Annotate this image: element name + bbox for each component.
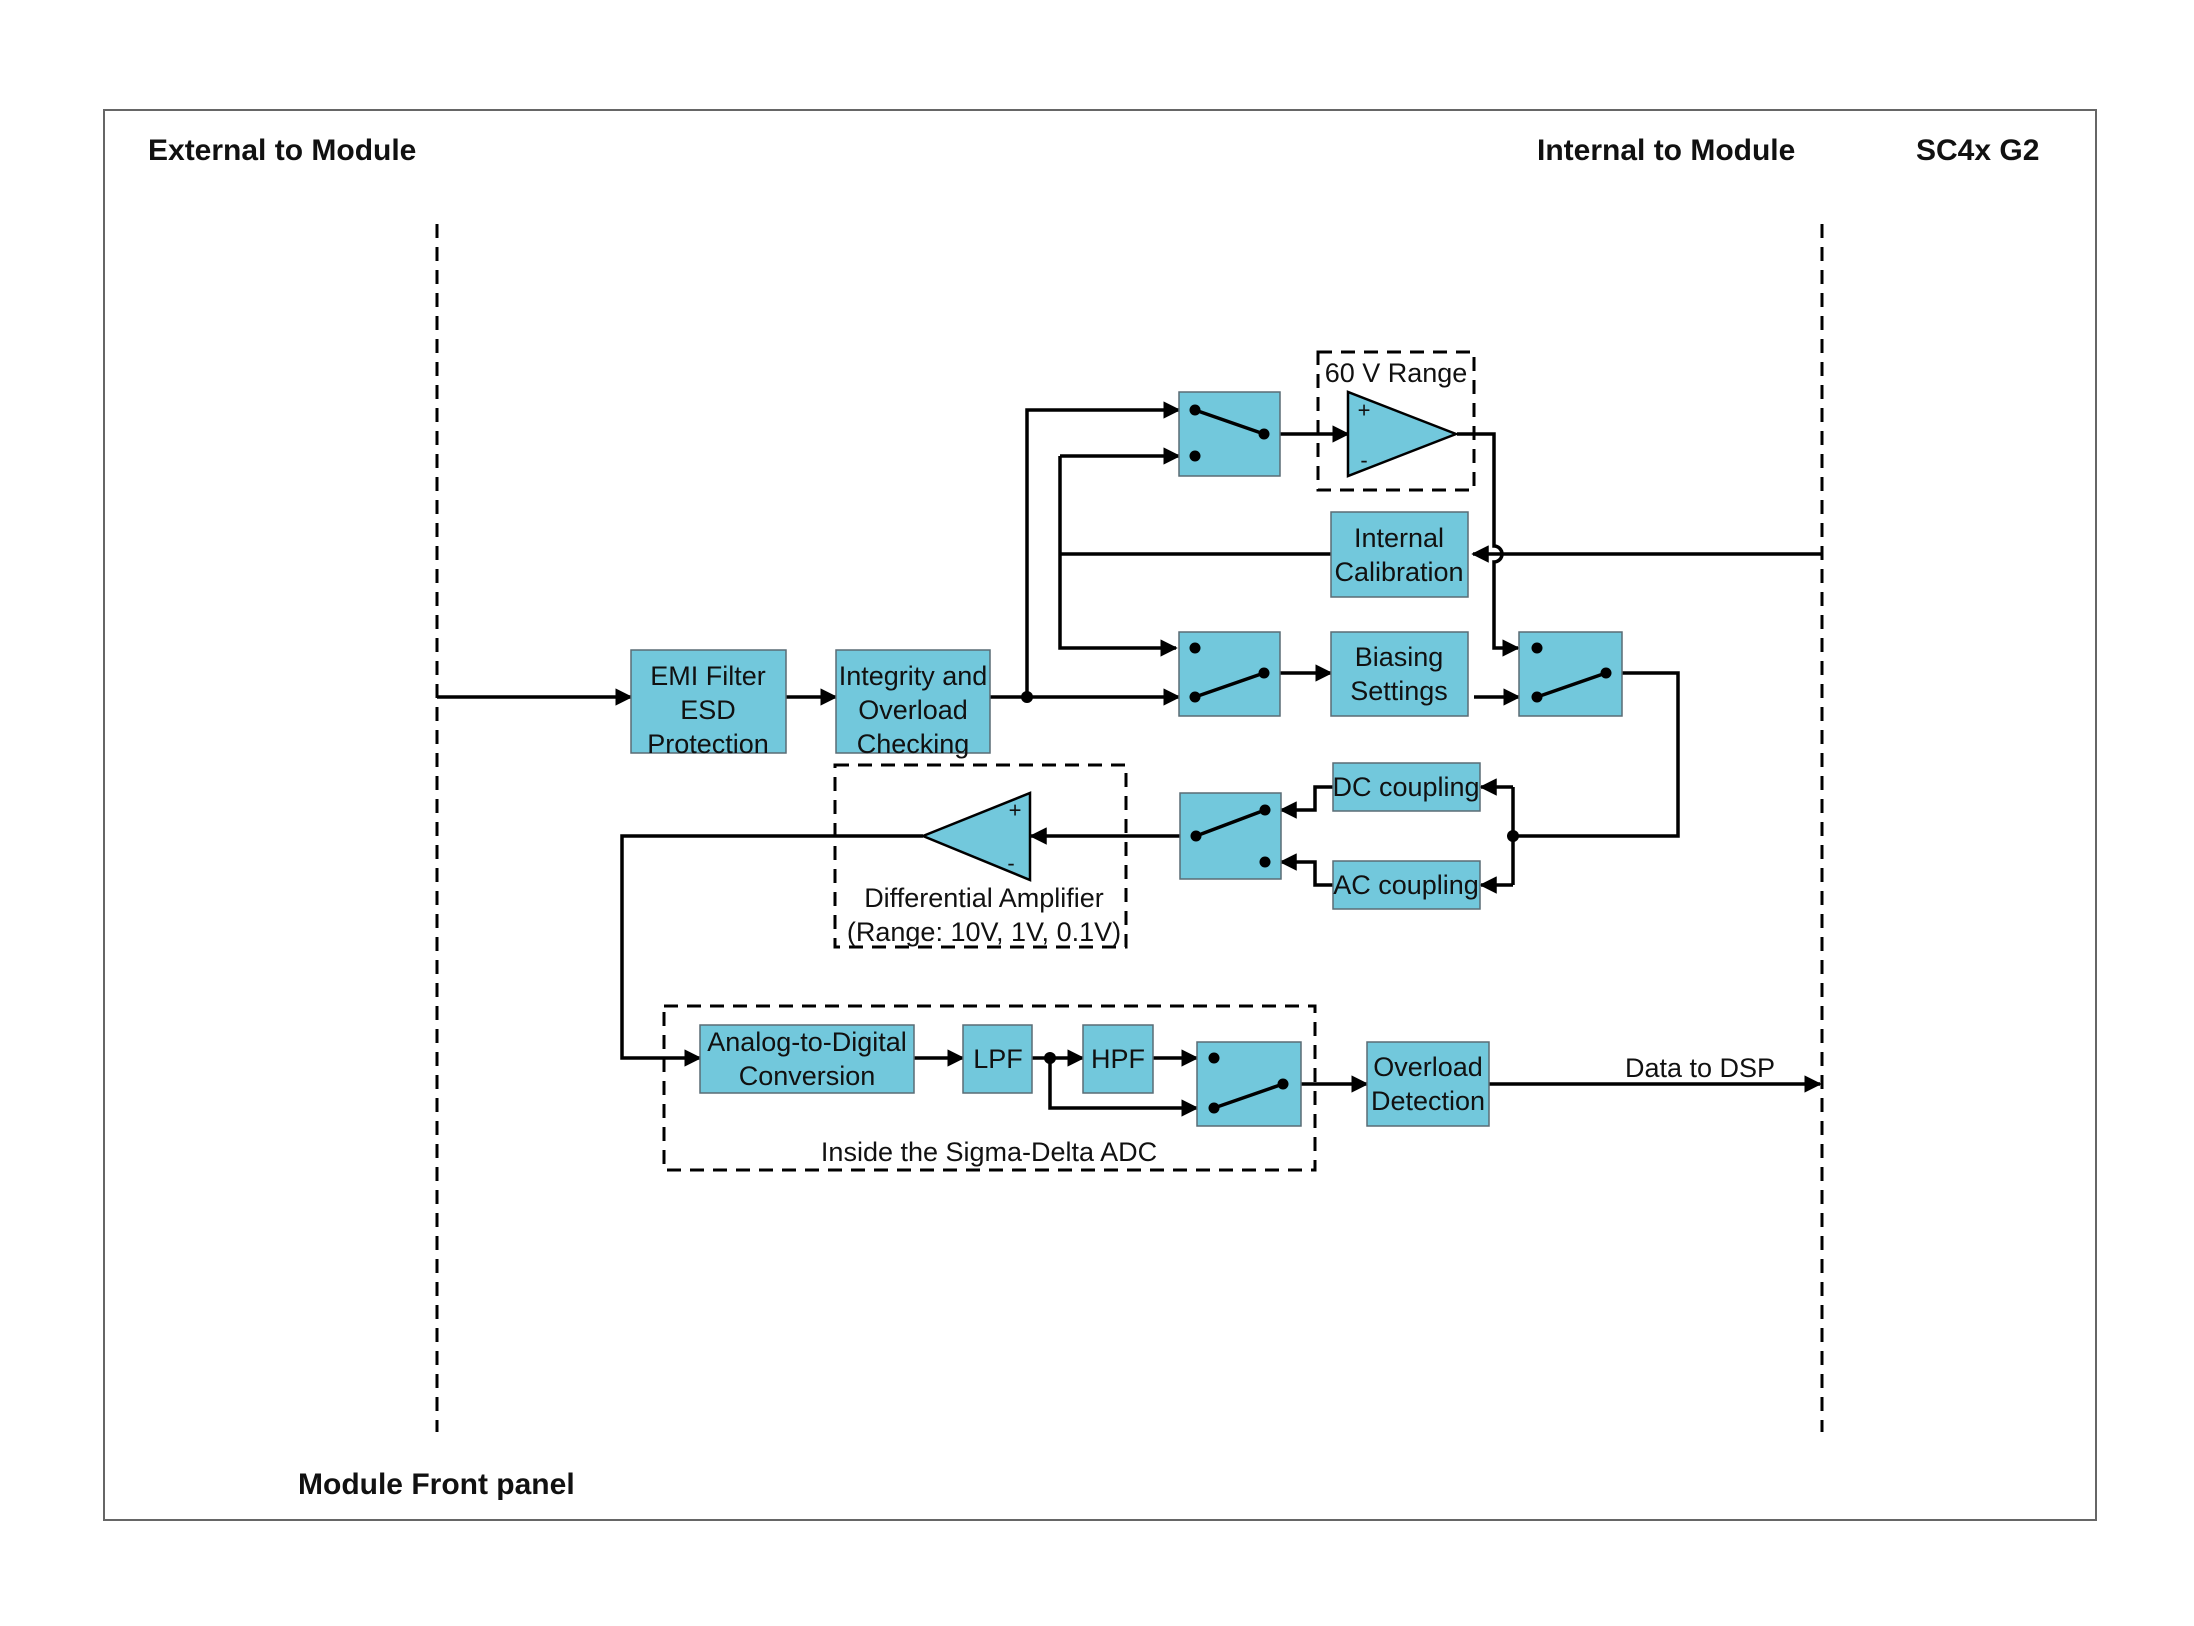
- range60-group: [1316, 350, 1476, 492]
- svg-text:Overload: Overload: [1373, 1052, 1483, 1082]
- ac-coupling-block: AC coupling: [1332, 860, 1481, 910]
- range60-amplifier: + -: [1346, 390, 1460, 478]
- svg-text:ESD: ESD: [680, 695, 736, 725]
- svg-text:DC coupling: DC coupling: [1332, 772, 1479, 802]
- hpf-block: HPF: [1082, 1024, 1154, 1094]
- svg-text:Calibration: Calibration: [1334, 557, 1463, 587]
- switch-output: [1518, 631, 1623, 717]
- integrity-block: Integrity and Overload Checking: [835, 649, 991, 759]
- sigma-delta-label: Inside the Sigma-Delta ADC: [821, 1137, 1157, 1167]
- internal-calibration-block: Internal Calibration: [1330, 511, 1469, 598]
- diff-amp-range-label: (Range: 10V, 1V, 0.1V): [847, 917, 1121, 947]
- adc-block: Analog-to-Digital Conversion: [699, 1024, 915, 1094]
- biasing-settings-block: Biasing Settings: [1330, 631, 1469, 717]
- svg-text:Overload: Overload: [858, 695, 968, 725]
- front-panel-label: Module Front panel: [298, 1468, 575, 1501]
- svg-text:Biasing: Biasing: [1355, 642, 1444, 672]
- connections: [437, 401, 1822, 1117]
- data-to-dsp-label: Data to DSP: [1625, 1053, 1775, 1083]
- overload-detection-block: Overload Detection: [1366, 1041, 1490, 1127]
- external-header: External to Module: [148, 134, 416, 167]
- svg-text:Internal: Internal: [1354, 523, 1444, 553]
- emi-filter-block: EMI Filter ESD Protection: [630, 649, 787, 759]
- svg-text:HPF: HPF: [1091, 1044, 1145, 1074]
- outer-frame: [103, 109, 2097, 1521]
- svg-text:+: +: [1009, 798, 1022, 823]
- svg-text:-: -: [1007, 851, 1014, 876]
- svg-text:Conversion: Conversion: [739, 1061, 876, 1091]
- dc-coupling-block: DC coupling: [1332, 762, 1481, 812]
- diff-amp-label: Differential Amplifier: [864, 883, 1104, 913]
- svg-text:Detection: Detection: [1371, 1086, 1485, 1116]
- svg-text:+: +: [1358, 398, 1371, 423]
- svg-text:AC coupling: AC coupling: [1333, 870, 1479, 900]
- internal-header: Internal to Module: [1537, 134, 1795, 167]
- svg-text:LPF: LPF: [973, 1044, 1023, 1074]
- switch-bias: [1178, 631, 1281, 717]
- sigma-delta-group: [662, 1004, 1317, 1172]
- svg-text:Analog-to-Digital: Analog-to-Digital: [707, 1027, 907, 1057]
- lpf-block: LPF: [962, 1024, 1033, 1094]
- model-label: SC4x G2: [1916, 134, 2039, 167]
- switch-60v: [1178, 391, 1281, 477]
- switch-coupling: [1179, 792, 1282, 880]
- range60-label: 60 V Range: [1325, 358, 1468, 388]
- svg-text:Protection: Protection: [647, 729, 769, 759]
- svg-text:-: -: [1360, 448, 1367, 473]
- svg-text:EMI Filter: EMI Filter: [650, 661, 766, 691]
- svg-text:Settings: Settings: [1350, 676, 1448, 706]
- svg-text:Checking: Checking: [857, 729, 970, 759]
- differential-amplifier: + -: [919, 791, 1032, 882]
- svg-text:Integrity and: Integrity and: [839, 661, 988, 691]
- switch-filter: [1196, 1041, 1302, 1127]
- junction-dots: [1021, 691, 1519, 1064]
- diff-amp-group: [833, 763, 1128, 949]
